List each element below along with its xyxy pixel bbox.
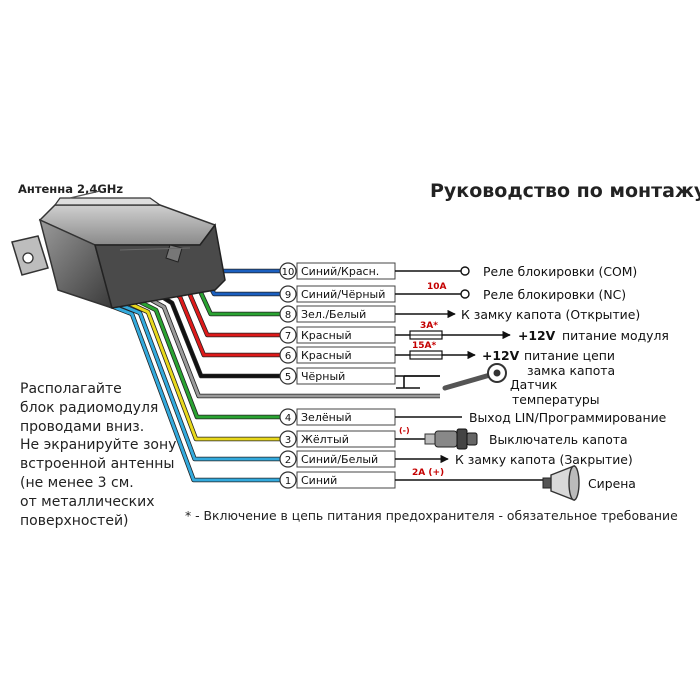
- wire-destination: Датчик: [510, 377, 558, 392]
- wire-destination: +12V: [482, 348, 520, 363]
- polarity-label: (-): [399, 426, 410, 435]
- wire-destination-3: замка капота: [527, 363, 615, 378]
- pin-number-badge: [279, 367, 297, 385]
- instruction-line: Располагайте: [20, 381, 122, 397]
- wire-destination-2: температуры: [512, 392, 600, 407]
- pin-number-badge: [279, 408, 297, 426]
- instruction-line: от металлических: [20, 493, 155, 510]
- relay-terminal-icon: [460, 266, 470, 276]
- wire-label: Синий/Белый: [301, 453, 378, 466]
- wire-line: [135, 298, 283, 419]
- wire-destination-2: питание цепи: [524, 348, 615, 363]
- hood-switch-icon: [424, 428, 478, 450]
- wire-line: [105, 302, 283, 482]
- pin-number: 1: [285, 476, 291, 487]
- wire-destination: Реле блокировки (COM): [483, 264, 637, 279]
- wire-3: 3 Жёлтый (-) Выключатель капота: [125, 299, 628, 448]
- radio-module-icon: [11, 197, 226, 310]
- temperature-sensor-icon: [442, 363, 507, 391]
- wire-destination: К замку капота (Открытие): [461, 307, 640, 322]
- pin-number: 10: [282, 267, 295, 278]
- pin-number: 7: [285, 331, 291, 342]
- mounting-instructions: Располагайте блок радиомодуля проводами …: [20, 380, 220, 530]
- wire-7: 7 Красный 3A* +12V питание модуля: [174, 278, 669, 344]
- wire-line: [125, 300, 283, 441]
- fuse-label: 10A: [427, 282, 447, 292]
- wire-label: Зелёный: [301, 411, 352, 424]
- wire-outline: [115, 300, 283, 462]
- pin-number: 4: [285, 413, 291, 424]
- instruction-line: Не экранируйте зону: [20, 437, 177, 454]
- instruction-line: встроенной антенны: [20, 456, 175, 473]
- pin-number: 9: [285, 290, 291, 301]
- wire-10: 10 Синий/Красн. Реле блокировки (COM): [204, 256, 637, 280]
- pin-number: 5: [285, 372, 291, 383]
- wire-label: Чёрный: [301, 370, 345, 383]
- pin-number-badge: [279, 305, 297, 323]
- pin-number-badge: [279, 471, 297, 489]
- pin-number: 8: [285, 310, 291, 321]
- pin-number-badge: [279, 285, 297, 303]
- instruction-line: проводами вниз.: [20, 418, 145, 435]
- wire-label: Красный: [301, 349, 352, 362]
- pin-number: 3: [285, 435, 291, 446]
- wire-1: 1 Синий 2A (+) Сирена: [105, 301, 636, 491]
- wire-outline: [164, 285, 283, 358]
- pin-number-badge: [279, 430, 297, 448]
- wire-destination: К замку капота (Закрытие): [455, 452, 633, 467]
- wire-2: 2 Синий/Белый К замку капота (Закрытие): [115, 300, 633, 468]
- antenna-pointer: [69, 190, 101, 199]
- fuse-label: 2A (+): [412, 468, 444, 478]
- wire-line: [115, 301, 283, 461]
- wire-label: Синий/Красн.: [301, 265, 379, 278]
- pin-number-badge: [279, 346, 297, 364]
- instruction-line: поверхностей): [20, 512, 129, 529]
- wire-label: Синий: [301, 474, 337, 487]
- pin-number-badge: [279, 262, 297, 280]
- wire-destination-2: питание модуля: [562, 328, 669, 343]
- pin-number-badge: [279, 326, 297, 344]
- wire-label: Синий/Чёрный: [301, 288, 385, 301]
- wire-label: Красный: [301, 329, 352, 342]
- antenna-label: Антенна 2,4GHz: [18, 182, 124, 196]
- wire-line: [145, 295, 440, 398]
- wire-label: Зел./Белый: [301, 308, 366, 321]
- wire-destination: +12V: [518, 328, 556, 343]
- fuse-label: 15A*: [412, 341, 436, 351]
- footnote: * - Включение в цепь питания предохранит…: [185, 508, 678, 523]
- wire-line: [165, 285, 283, 357]
- fuse-label: 3A*: [420, 321, 438, 331]
- wire-label: Жёлтый: [301, 433, 349, 446]
- relay-terminal-icon: [460, 289, 470, 299]
- ground-icon: [396, 376, 420, 389]
- pin-number-badge: [279, 450, 297, 468]
- instruction-line: блок радиомодуля: [20, 399, 159, 416]
- wire-destination: Сирена: [588, 476, 636, 491]
- pin-number: 2: [285, 455, 291, 466]
- wire-destination: Выход LIN/Программирование: [469, 410, 666, 425]
- wire-destination: Реле блокировки (NC): [483, 287, 626, 302]
- wire-destination: Выключатель капота: [489, 432, 628, 447]
- wire-4: 4 Зелёный Выход LIN/Программирование: [134, 297, 666, 426]
- page-title: Руководство по монтажу: [430, 180, 700, 202]
- pin-number: 6: [285, 351, 291, 362]
- instruction-line: (не менее 3 см.: [20, 474, 134, 491]
- siren-icon: [542, 464, 580, 502]
